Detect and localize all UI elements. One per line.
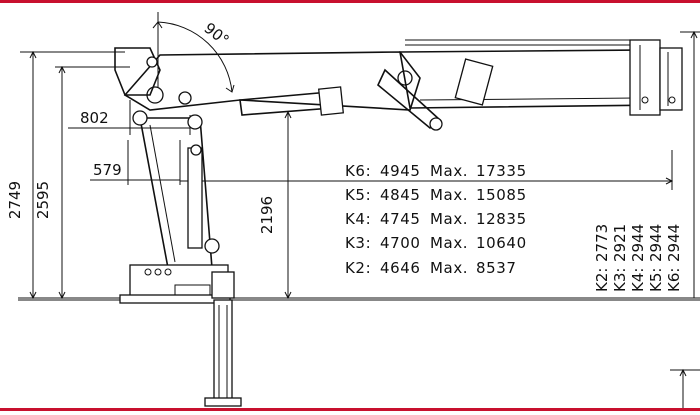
bottom-accent-bar	[0, 408, 700, 411]
reach-model: K2:	[345, 259, 371, 277]
reach-value: 4745	[380, 210, 421, 228]
boom-tip	[629, 39, 683, 116]
vertical-value: 2944	[647, 224, 665, 262]
reach-value: 4945	[380, 162, 421, 180]
reach-table: K6: 4945 Max. 17335 K5: 4845 Max. 15085 …	[345, 162, 527, 277]
dimension-offset-lower-label: 579	[93, 161, 122, 179]
top-accent-bar	[0, 0, 700, 3]
dimension-offset-lower	[90, 140, 181, 185]
reach-max-value: 17335	[476, 162, 527, 180]
boom-cylinder	[239, 86, 345, 116]
outrigger-marker	[670, 368, 700, 408]
reach-value: 4646	[380, 259, 421, 277]
vertical-table: K2: 2773 K3: 2921 K4: 2944 K5: 2944 K6: …	[593, 224, 683, 292]
dimension-left-inner-label: 2595	[34, 181, 52, 219]
reach-value: 4700	[380, 234, 421, 252]
extension-boom	[399, 39, 661, 109]
vertical-model: K4:	[629, 268, 647, 292]
dimension-offset-upper-label: 802	[80, 109, 109, 127]
reach-model: K5:	[345, 186, 371, 204]
crane-column	[139, 117, 220, 269]
reach-row-k6: K6: 4945 Max. 17335	[345, 162, 527, 180]
dimension-column-height	[284, 110, 292, 300]
reach-model: K4:	[345, 210, 371, 228]
reach-max-label: Max.	[430, 186, 468, 204]
dimension-left-outer	[20, 50, 125, 300]
vertical-row-k3: K3: 2921	[611, 224, 629, 292]
reach-row-k5: K5: 4845 Max. 15085	[345, 186, 527, 204]
dimension-left-outer-label: 2749	[6, 181, 24, 219]
reach-max-value: 10640	[476, 234, 527, 252]
reach-max-label: Max.	[430, 162, 468, 180]
vertical-row-k2: K2: 2773	[593, 224, 611, 292]
vertical-model: K5:	[647, 268, 665, 292]
angle-label: 90°	[201, 19, 233, 50]
vertical-model: K6:	[665, 268, 683, 292]
vertical-value: 2921	[611, 224, 629, 262]
dimension-column-height-label: 2196	[258, 196, 276, 234]
reach-row-k2: K2: 4646 Max. 8537	[345, 259, 517, 277]
crane-base	[119, 264, 235, 304]
cylinder-top-pin	[190, 144, 202, 156]
reach-model: K3:	[345, 234, 371, 252]
vertical-row-k6: K6: 2944	[665, 224, 683, 292]
dimension-reach	[180, 150, 674, 190]
reach-row-k3: K3: 4700 Max. 10640	[345, 234, 527, 252]
vertical-model: K3:	[611, 268, 629, 292]
reach-model: K6:	[345, 162, 371, 180]
vertical-row-k4: K4: 2944	[629, 224, 647, 292]
vertical-value: 2944	[629, 224, 647, 262]
reach-value: 4845	[380, 186, 421, 204]
reach-max-value: 15085	[476, 186, 527, 204]
reach-row-k4: K4: 4745 Max. 12835	[345, 210, 527, 228]
reach-max-value: 12835	[476, 210, 527, 228]
reach-max-label: Max.	[430, 234, 468, 252]
vertical-value: 2944	[665, 224, 683, 262]
dimension-right-vertical	[680, 30, 700, 298]
cylinder-pin	[204, 238, 220, 254]
angle-indicator	[152, 12, 235, 95]
vertical-row-k5: K5: 2944	[647, 224, 665, 292]
reach-max-value: 8537	[476, 259, 517, 277]
column-cylinder	[187, 147, 203, 249]
boom-head	[114, 47, 161, 96]
vertical-value: 2773	[593, 224, 611, 262]
reach-max-label: Max.	[430, 259, 468, 277]
reach-max-label: Max.	[430, 210, 468, 228]
vertical-model: K2:	[593, 268, 611, 292]
stabilizer-leg	[204, 299, 242, 407]
dimension-left-inner	[55, 65, 130, 300]
inner-boom	[123, 51, 421, 130]
